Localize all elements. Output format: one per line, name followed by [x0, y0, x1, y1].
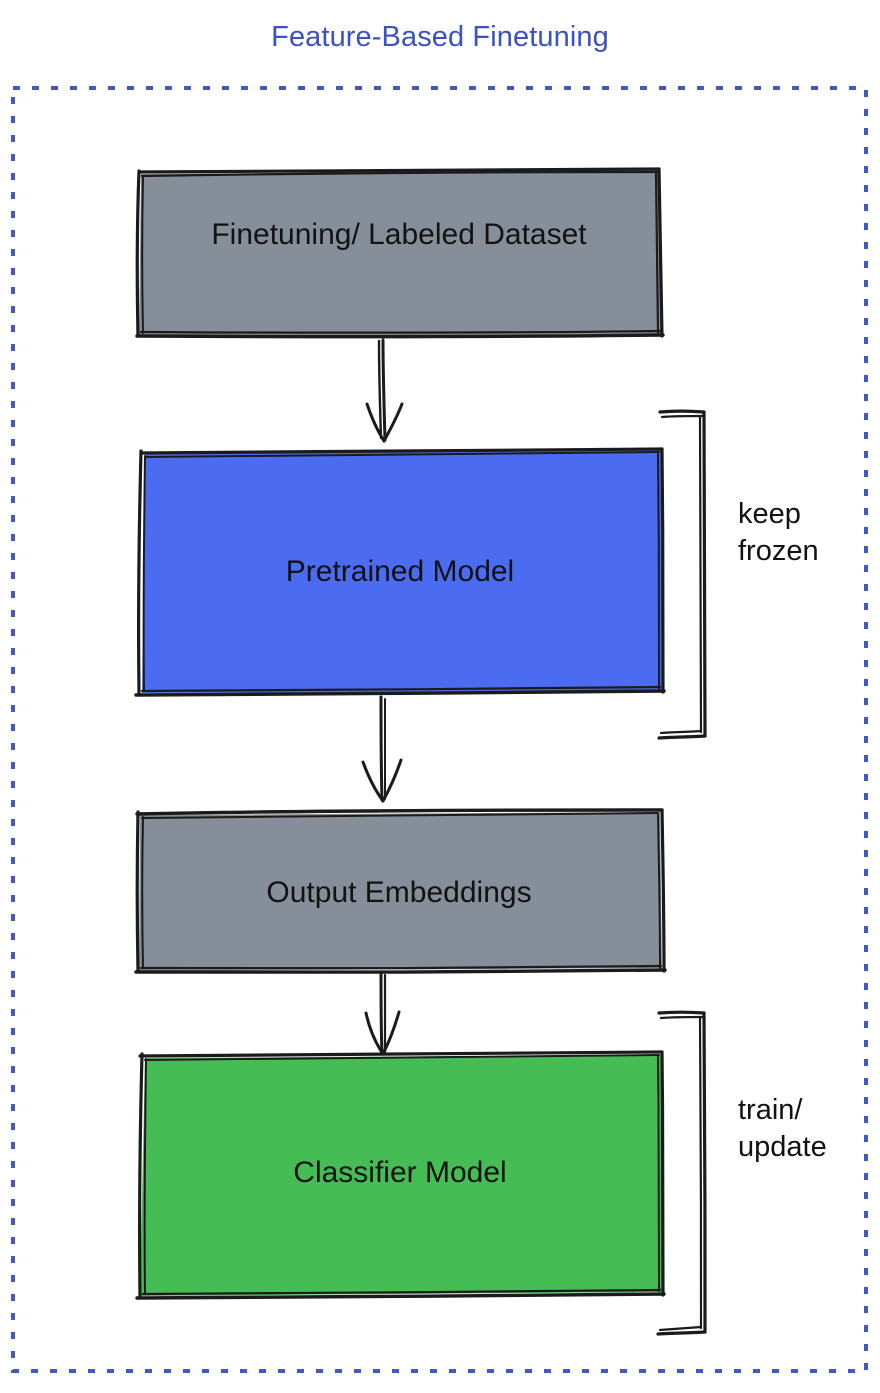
- node-output-embeddings[interactable]: [134, 808, 667, 975]
- node-label-finetuning-dataset: Finetuning/ Labeled Dataset: [211, 218, 587, 251]
- dashed-container-frame: [11, 86, 868, 1373]
- bracket-keep-frozen: [657, 409, 707, 740]
- node-label-pretrained-model: Pretrained Model: [285, 555, 515, 588]
- page-title: Feature-Based Finetuning: [271, 21, 609, 53]
- node-classifier-model[interactable]: [135, 1050, 666, 1300]
- node-label-classifier-model: Classifier Model: [293, 1156, 507, 1189]
- annotation-label-train-update: train/ update: [738, 1094, 827, 1163]
- arrow-pretrained-to-output: [361, 695, 403, 803]
- bracket-train-update: [656, 1010, 707, 1336]
- arrow-output-to-classifier: [364, 972, 401, 1056]
- node-finetuning-dataset[interactable]: [135, 167, 665, 339]
- node-pretrained-model[interactable]: [134, 447, 666, 697]
- node-label-output-embeddings: Output Embeddings: [266, 876, 532, 909]
- annotation-label-keep-frozen: keep frozen: [738, 498, 819, 567]
- arrow-dataset-to-pretrained: [365, 338, 404, 443]
